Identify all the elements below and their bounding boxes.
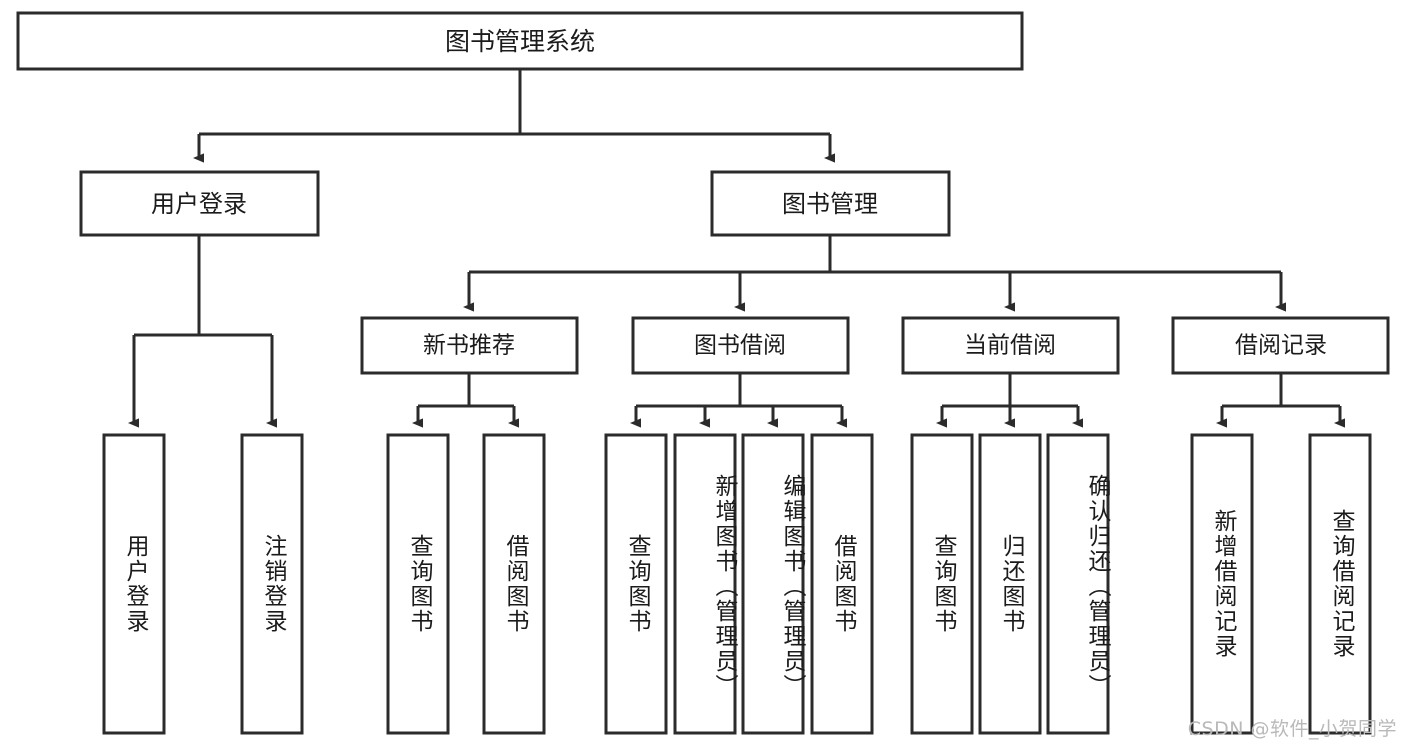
node-book-manage-label: 图书管理 xyxy=(782,190,878,218)
node-borrow-record[interactable]: 借阅记录 xyxy=(1171,316,1390,375)
leaf-book-borrow-1[interactable] xyxy=(604,433,668,735)
leaf-current-borrow-3[interactable] xyxy=(1046,433,1110,735)
leaf-current-borrow-1[interactable] xyxy=(910,433,974,735)
edge-book-borrow-to-leaves xyxy=(630,373,847,428)
leaf-new-book-2[interactable] xyxy=(482,433,546,735)
node-root-system[interactable]: 图书管理系统 xyxy=(16,11,1024,71)
edge-book-manage-to-level2 xyxy=(463,235,1286,312)
node-book-borrow[interactable]: 图书借阅 xyxy=(631,316,850,375)
edge-borrow-record-to-leaves xyxy=(1216,373,1345,428)
leaf-new-book-1[interactable] xyxy=(386,433,450,735)
node-root-label: 图书管理系统 xyxy=(445,27,595,56)
edge-root-to-level1 xyxy=(193,69,835,163)
node-new-book-recommend[interactable]: 新书推荐 xyxy=(360,316,579,375)
node-user-login-label: 用户登录 xyxy=(151,190,247,218)
leaf-book-borrow-4[interactable] xyxy=(810,433,874,735)
csdn-watermark: CSDN @软件_小贺同学 xyxy=(1187,718,1397,740)
node-new-book-recommend-label: 新书推荐 xyxy=(423,333,515,359)
leaf-user-login-1[interactable] xyxy=(102,433,166,735)
leaf-book-borrow-3[interactable] xyxy=(741,433,805,735)
node-current-borrow[interactable]: 当前借阅 xyxy=(901,316,1120,375)
leaf-book-borrow-2[interactable] xyxy=(673,433,737,735)
edge-new-book-to-leaves xyxy=(412,373,519,428)
node-current-borrow-label: 当前借阅 xyxy=(964,333,1056,359)
edge-current-borrow-to-leaves xyxy=(936,373,1083,428)
node-book-manage[interactable]: 图书管理 xyxy=(710,170,951,237)
leaf-user-login-2[interactable] xyxy=(240,433,304,735)
leaf-borrow-record-1[interactable] xyxy=(1190,433,1254,735)
leaf-borrow-record-2[interactable] xyxy=(1308,433,1372,735)
edge-user-login-to-leaves xyxy=(128,235,277,428)
node-user-login[interactable]: 用户登录 xyxy=(79,170,320,237)
node-book-borrow-label: 图书借阅 xyxy=(694,333,786,359)
node-borrow-record-label: 借阅记录 xyxy=(1235,333,1327,359)
leaf-current-borrow-2[interactable] xyxy=(978,433,1042,735)
